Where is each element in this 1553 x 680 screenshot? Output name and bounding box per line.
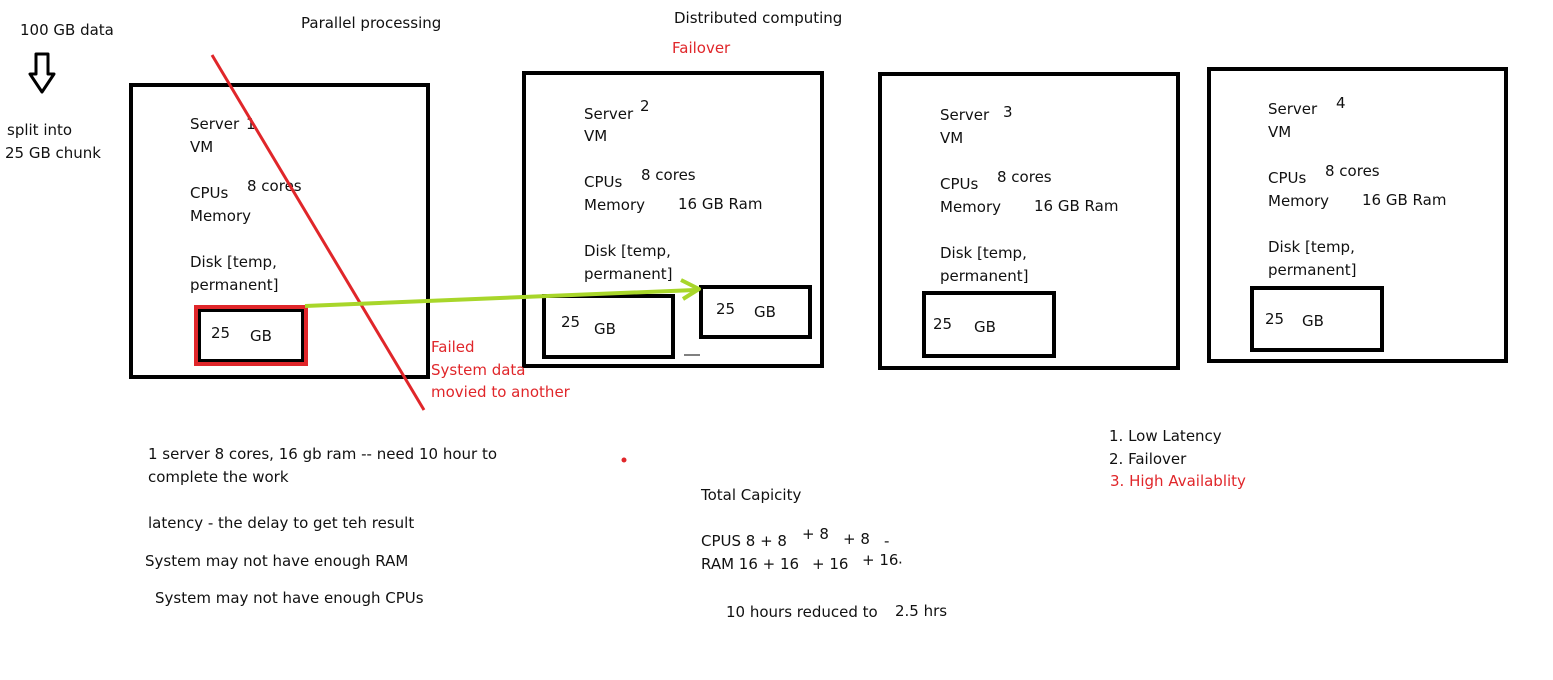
server-1-memory: Memory [190,207,252,225]
server-4-cores: 8 cores [1325,162,1380,180]
parallel-processing-title: Parallel processing [301,14,442,32]
server-4-chunk-unit: GB [1302,312,1324,330]
server-2-vm: VM [584,127,608,145]
server-1-label: Server [190,115,240,133]
total-capacity-title: Total Capicity [701,486,802,504]
server-2-box [522,71,824,368]
server-4-vm: VM [1268,123,1292,141]
benefit-low-latency: 1. Low Latency [1109,427,1222,445]
server-4-chunk [1250,286,1384,352]
red-dot [621,457,627,463]
benefit-failover: 2. Failover [1109,450,1187,468]
server-1-cores: 8 cores [247,177,302,195]
cpus-add-3: - [884,532,890,550]
server-2-moved-chunk-unit: GB [754,303,776,321]
server-4-label: Server [1268,100,1318,118]
server-3-label: Server [940,106,990,124]
server-1-cpus: CPUs [190,184,229,202]
single-server-note: 1 server 8 cores, 16 gb ram -- need 10 h… [148,445,498,463]
split-note: split into [7,121,73,139]
server-2-disk-type: permanent] [584,265,673,283]
ram-note: System may not have enough RAM [145,552,409,570]
server-2-number: 2 [640,97,650,115]
server-3-disk-type: permanent] [940,267,1029,285]
server-3-memory: Memory [940,198,1002,216]
server-4-disk-type: permanent] [1268,261,1357,279]
cpus-note: System may not have enough CPUs [155,589,424,607]
server-3-box [878,72,1180,370]
server-3-chunk-unit: GB [974,318,996,336]
server-4-cpus: CPUs [1268,169,1307,187]
chunk-note: 25 GB chunk [5,144,101,162]
server-4-ram: 16 GB Ram [1362,191,1447,209]
server-2-label: Server [584,105,634,123]
ram-add-2: + 16 [862,551,899,569]
server-4-box [1207,67,1508,363]
server-3-number: 3 [1003,103,1013,121]
server-2-cpus: CPUs [584,173,623,191]
server-2-chunk-unit: GB [594,320,616,338]
ram-sum: RAM 16 + 16 [701,555,800,573]
server-3-vm: VM [940,129,964,147]
server-2-memory: Memory [584,196,646,214]
server-1-vm: VM [190,138,214,156]
server-3-cores: 8 cores [997,168,1052,186]
server-2-moved-chunk [699,285,812,339]
failed-system-data: System data [431,361,526,379]
server-3-chunk-size: 25 [933,315,953,333]
single-server-note-cont: complete the work [148,468,289,486]
failover-label: Failover [672,39,731,57]
ram-add-1: + 16 [812,555,849,573]
server-2-cores: 8 cores [641,166,696,184]
hours-note: 10 hours reduced to [726,603,878,621]
failed-label: Failed [431,338,475,356]
server-1-disk-type: permanent] [190,276,279,294]
server-2-ram: 16 GB Ram [678,195,763,213]
ram-add-3: · [898,554,903,572]
server-1-number: 1 [246,115,256,133]
server-1-disk: Disk [temp, [190,253,277,271]
server-2-disk: Disk [temp, [584,242,671,260]
server-3-ram: 16 GB Ram [1034,197,1119,215]
server-2-chunk-size: 25 [561,313,581,331]
distributed-computing-title: Distributed computing [674,9,843,27]
server-3-chunk [922,291,1056,358]
server-2-moved-chunk-size: 25 [716,300,736,318]
benefit-high-availability: 3. High Availablity [1110,472,1246,490]
cpus-sum: CPUS 8 + 8 [701,532,787,550]
server-3-cpus: CPUs [940,175,979,193]
server-4-memory: Memory [1268,192,1330,210]
cpus-add-2: + 8 [843,530,870,548]
server-1-chunk-size: 25 [211,324,231,342]
failed-moved-note: movied to another [431,383,570,401]
server-1-chunk-unit: GB [250,327,272,345]
data-size-note: 100 GB data [20,21,114,39]
hours-value: 2.5 hrs [895,602,948,620]
latency-note: latency - the delay to get teh result [148,514,415,532]
server-4-chunk-size: 25 [1265,310,1285,328]
cpus-add-1: + 8 [802,525,829,543]
server-4-number: 4 [1336,94,1346,112]
server-4-disk: Disk [temp, [1268,238,1355,256]
server-3-disk: Disk [temp, [940,244,1027,262]
